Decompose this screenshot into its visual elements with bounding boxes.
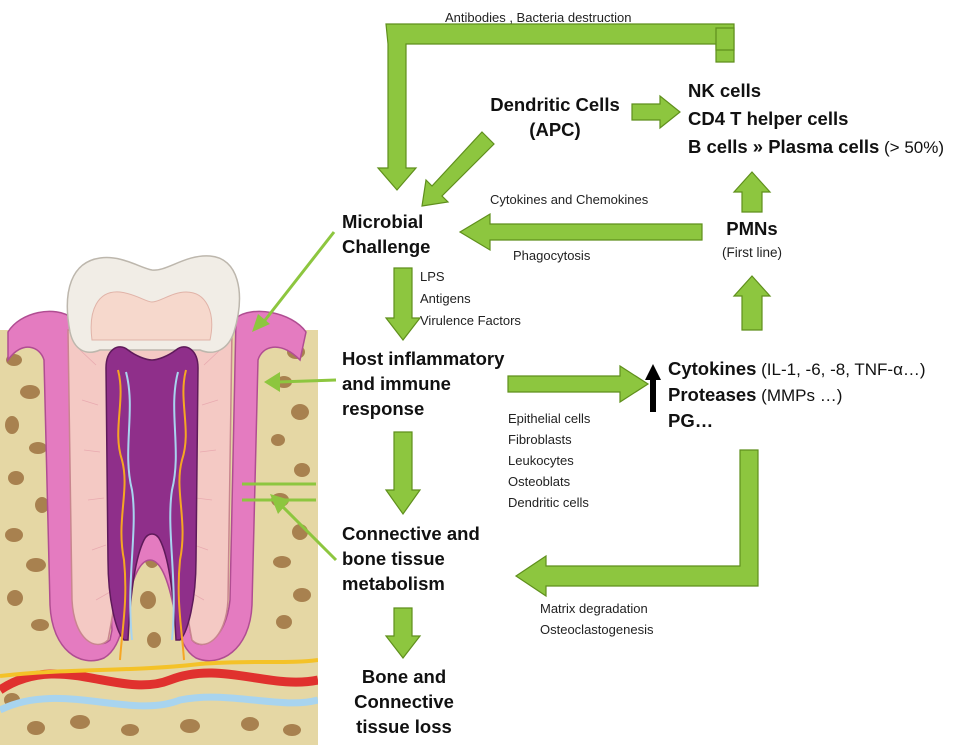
mediator-pg: PG… xyxy=(668,408,713,434)
mediator-cytokines: Cytokines (IL-1, -6, -8, TNF-α…) xyxy=(668,356,926,382)
arrow-microbial-to-host xyxy=(386,268,420,340)
degradation-label-osteoclast: Osteoclastogenesis xyxy=(540,621,653,639)
host-response-node: Host inflammatory and immune response xyxy=(342,346,504,421)
source-cell: Fibroblasts xyxy=(508,431,572,449)
cytokines-chemokines-label: Cytokines and Chemokines xyxy=(490,191,648,209)
pmns-node: PMNs xyxy=(712,216,792,241)
microbial-product-antigens: Antigens xyxy=(420,290,471,308)
phagocytosis-label: Phagocytosis xyxy=(513,247,590,265)
pointer-microbial-to-tooth xyxy=(262,232,334,324)
microbial-challenge-node: Microbial Challenge xyxy=(342,209,430,259)
microbial-product-virulence: Virulence Factors xyxy=(420,312,521,330)
b-cells-node: B cells » Plasma cells (> 50%) xyxy=(688,134,944,160)
arrow-top-right-cap xyxy=(716,28,734,50)
dendritic-cells-node: Dendritic Cells (APC) xyxy=(480,92,630,142)
mediator-name: Proteases xyxy=(668,384,756,405)
degradation-label-matrix: Matrix degradation xyxy=(540,600,648,618)
arrow-degradation xyxy=(516,450,758,596)
nk-cells-node: NK cells xyxy=(688,78,761,103)
pointer-host-to-tooth xyxy=(278,380,336,382)
arrow-tissue-to-loss xyxy=(386,608,420,658)
arrow-host-to-mediators xyxy=(508,366,648,402)
mediator-name: Cytokines xyxy=(668,358,756,379)
increase-arrow-icon xyxy=(645,364,661,412)
top-feedback-label: Antibodies , Bacteria destruction xyxy=(445,9,631,27)
cd4-cells-node: CD4 T helper cells xyxy=(688,106,848,131)
mediator-detail: (MMPs …) xyxy=(756,386,842,405)
pmns-note: (First line) xyxy=(700,244,804,262)
arrow-phagocytosis xyxy=(460,214,702,250)
arrow-dendritic-to-cells xyxy=(632,96,680,128)
source-cell: Leukocytes xyxy=(508,452,574,470)
arrow-mediators-to-pmns xyxy=(734,276,770,330)
b-cells-label: B cells » Plasma cells xyxy=(688,136,879,157)
arrow-dendritic-to-microbial xyxy=(422,132,494,206)
source-cell: Epithelial cells xyxy=(508,410,590,428)
arrow-pmns-up xyxy=(734,172,770,212)
arrow-host-to-tissue xyxy=(386,432,420,514)
mediator-name: PG… xyxy=(668,410,713,431)
mediator-proteases: Proteases (MMPs …) xyxy=(668,382,842,408)
source-cell: Osteoblats xyxy=(508,473,570,491)
outcome-node: Bone and Connective tissue loss xyxy=(340,664,468,739)
mediator-detail: (IL-1, -6, -8, TNF-α…) xyxy=(756,360,925,379)
source-cell: Dendritic cells xyxy=(508,494,589,512)
microbial-product-lps: LPS xyxy=(420,268,445,286)
tissue-metabolism-node: Connective and bone tissue metabolism xyxy=(342,521,480,596)
b-cells-note: (> 50%) xyxy=(879,138,944,157)
